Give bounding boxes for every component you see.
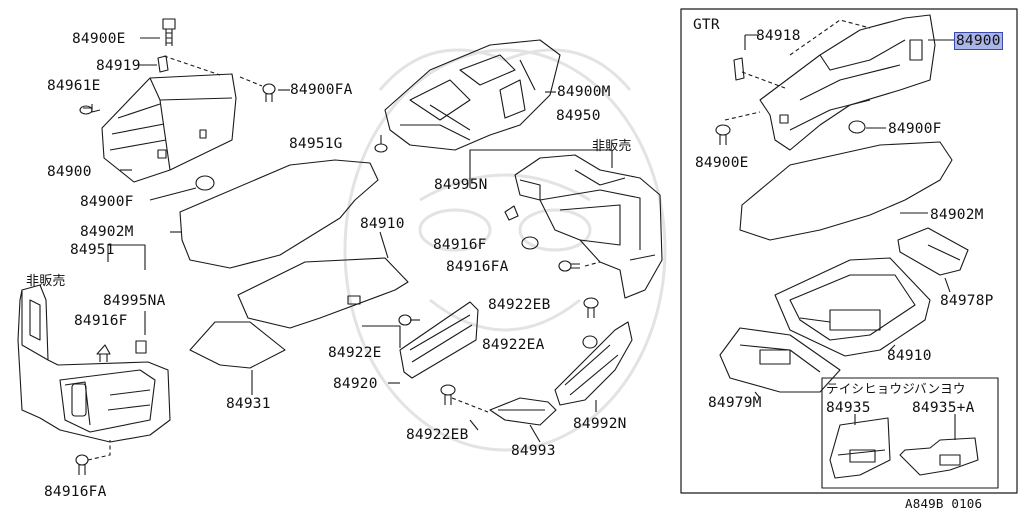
label-84900fa: 84900FA [290, 82, 353, 98]
gtr-cover-84978p [897, 227, 969, 276]
clip-84995n [504, 205, 519, 221]
label-84922e: 84922E [328, 345, 382, 361]
label-84992n: 84992N [573, 416, 627, 432]
label-84979m: 84979M [708, 395, 762, 411]
label-84920: 84920 [333, 376, 378, 392]
label-84900-highlighted[interactable]: 84900 [954, 32, 1003, 50]
label-84961e: 84961E [47, 78, 101, 94]
trunk-side-bin-84951 [17, 284, 171, 443]
gtr-mat-84979m [719, 327, 841, 393]
gtr-subbox-frame [821, 377, 999, 489]
label-84910-gtr: 84910 [887, 348, 932, 364]
dash-84919 [163, 55, 221, 76]
mat-84931 [189, 321, 286, 369]
rear-panel-84900m [384, 39, 561, 151]
label-84900e-gtr: 84900E [695, 155, 749, 171]
label-84919: 84919 [96, 58, 141, 74]
label-84900e: 84900E [72, 31, 126, 47]
label-not-for-sale-center: 非販売 [592, 139, 632, 154]
leader-84900f [149, 187, 197, 201]
trunk-mat-84902m [179, 159, 379, 269]
label-84916fa-left: 84916FA [44, 484, 107, 500]
label-84922eb-bottom: 84922EB [406, 427, 469, 443]
bolt-84916fa-left [75, 454, 89, 475]
gtr-board-84910 [774, 257, 931, 357]
label-84993: 84993 [511, 443, 556, 459]
screw-84900e-gtr [715, 124, 731, 145]
clip-84916f-left [96, 344, 111, 362]
clip-84900f-gtr [848, 120, 866, 134]
label-84900: 84900 [47, 164, 92, 180]
label-84978p: 84978P [940, 293, 994, 309]
label-84951g: 84951G [289, 136, 343, 152]
clip-84916f-center [521, 236, 539, 250]
label-84916fa-center: 84916FA [446, 259, 509, 275]
inset-title-gtr: GTR [693, 17, 720, 33]
label-84922eb: 84922EB [488, 297, 551, 313]
label-84902m-gtr: 84902M [930, 207, 984, 223]
side-panel-84920 [399, 301, 479, 379]
gtr-side-trim-84900 [759, 14, 936, 151]
subbox-title: テイシヒョウジバンヨウ [826, 381, 966, 396]
clip-84995na [135, 340, 147, 354]
trim-84992n [554, 321, 633, 406]
side-trim-84900 [101, 73, 237, 183]
trim-84993 [489, 397, 557, 426]
display-board-84935a [899, 437, 979, 476]
bracket-84951 [107, 244, 146, 270]
trunk-board-84910 [237, 257, 409, 329]
clip-84919 [157, 55, 169, 73]
label-84916f-left: 84916F [74, 313, 128, 329]
screw-84922eb [583, 297, 599, 318]
label-84951: 84951 [70, 242, 115, 258]
clip-84918 [733, 57, 745, 81]
display-board-84935 [829, 417, 891, 479]
label-84950: 84950 [556, 108, 601, 124]
label-84935a: 84935+A [912, 400, 975, 416]
label-84910: 84910 [360, 216, 405, 232]
label-84900f-gtr: 84900F [888, 121, 942, 137]
label-84995na: 84995NA [103, 293, 166, 309]
cap-84922ea [582, 335, 598, 349]
bolt-84900e [162, 18, 176, 46]
label-84931: 84931 [226, 396, 271, 412]
label-84995n: 84995N [434, 177, 488, 193]
gtr-trunk-mat-84902m [739, 141, 953, 241]
label-84902m: 84902M [80, 224, 134, 240]
label-not-for-sale-left: 非販売 [26, 274, 66, 289]
gtr-inset-frame [680, 8, 1018, 494]
screw-84900fa [262, 83, 276, 102]
label-84916f-center: 84916F [433, 237, 487, 253]
watermark-emblem [343, 48, 667, 452]
clip-84951g [374, 135, 388, 153]
bolt-84916fa-center [558, 260, 580, 272]
label-84918: 84918 [756, 28, 801, 44]
trunk-center-bin-84950 [514, 154, 663, 299]
label-84935: 84935 [826, 400, 871, 416]
screw-84922eb-bottom [440, 384, 456, 405]
reference-code: A849B 0106 [905, 496, 983, 510]
label-84900f: 84900F [80, 194, 134, 210]
label-84900m: 84900M [557, 84, 611, 100]
clip-84900f [195, 175, 215, 191]
screw-84922e [398, 314, 420, 326]
label-84922ea: 84922EA [482, 337, 545, 353]
